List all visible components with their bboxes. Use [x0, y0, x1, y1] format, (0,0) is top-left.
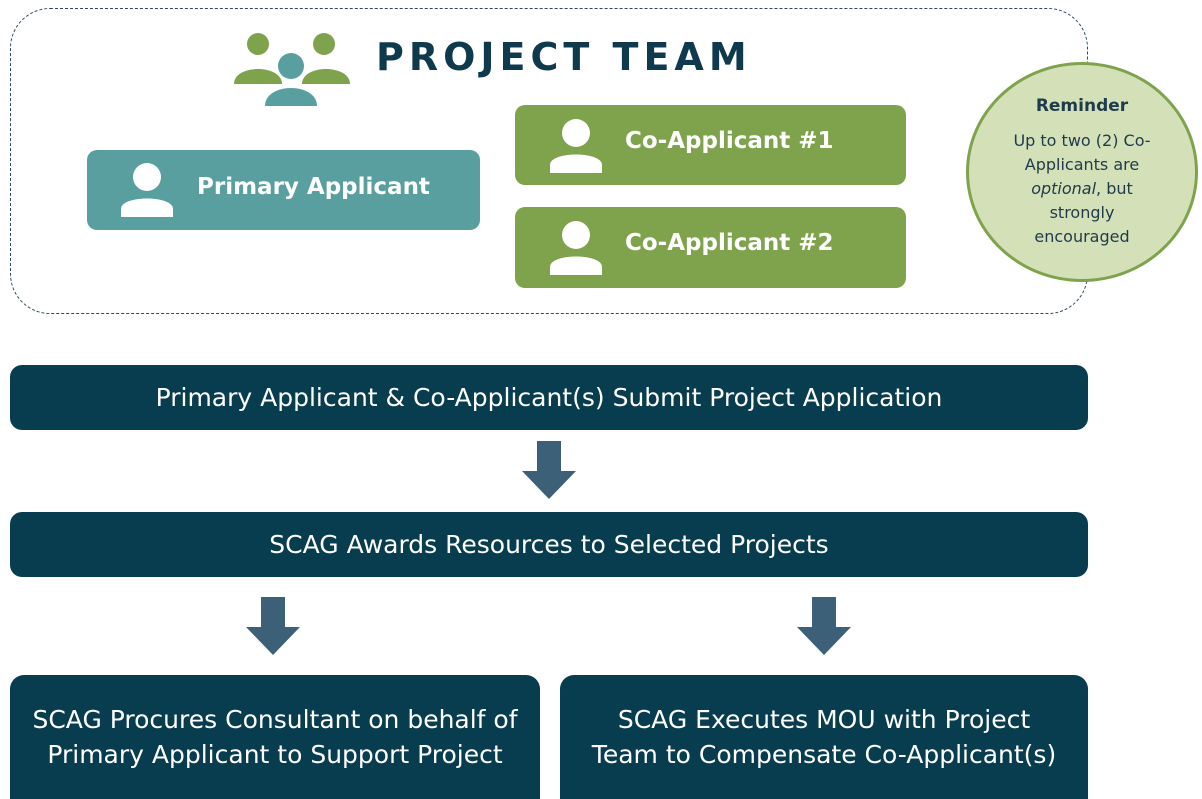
step-execute-mou-label: SCAG Executes MOU with Project Team to C…: [591, 705, 1057, 769]
co-applicant-2-label: Co-Applicant #2: [625, 230, 834, 256]
step-award-resources-label: SCAG Awards Resources to Selected Projec…: [269, 530, 829, 559]
co-applicant-2-box: Co-Applicant #2: [515, 207, 906, 288]
primary-applicant-label: Primary Applicant: [197, 174, 430, 200]
primary-applicant-box: Primary Applicant: [87, 150, 480, 230]
co-applicant-1-label: Co-Applicant #1: [625, 128, 834, 154]
team-icon: [234, 33, 350, 106]
step-execute-mou: SCAG Executes MOU with Project Team to C…: [560, 675, 1088, 799]
person-icon: [550, 119, 602, 173]
arrow-down-icon: [797, 597, 851, 655]
co-applicant-1-box: Co-Applicant #1: [515, 105, 906, 185]
arrow-down-icon: [522, 441, 576, 499]
step-award-resources: SCAG Awards Resources to Selected Projec…: [10, 512, 1088, 577]
step-submit-application: Primary Applicant & Co-Applicant(s) Subm…: [10, 365, 1088, 430]
step-submit-application-label: Primary Applicant & Co-Applicant(s) Subm…: [155, 383, 943, 412]
reminder-text: Up to two (2) Co-Applicants are optional…: [1013, 131, 1151, 246]
arrow-down-icon: [246, 597, 300, 655]
step-procure-consultant: SCAG Procures Consultant on behalf of Pr…: [10, 675, 540, 799]
person-icon: [550, 221, 602, 275]
reminder-callout: Reminder Up to two (2) Co-Applicants are…: [966, 62, 1198, 282]
step-procure-consultant-label: SCAG Procures Consultant on behalf of Pr…: [32, 705, 518, 769]
person-icon: [121, 163, 173, 217]
reminder-title: Reminder: [1035, 96, 1129, 116]
page-title: PROJECT TEAM: [376, 35, 752, 79]
